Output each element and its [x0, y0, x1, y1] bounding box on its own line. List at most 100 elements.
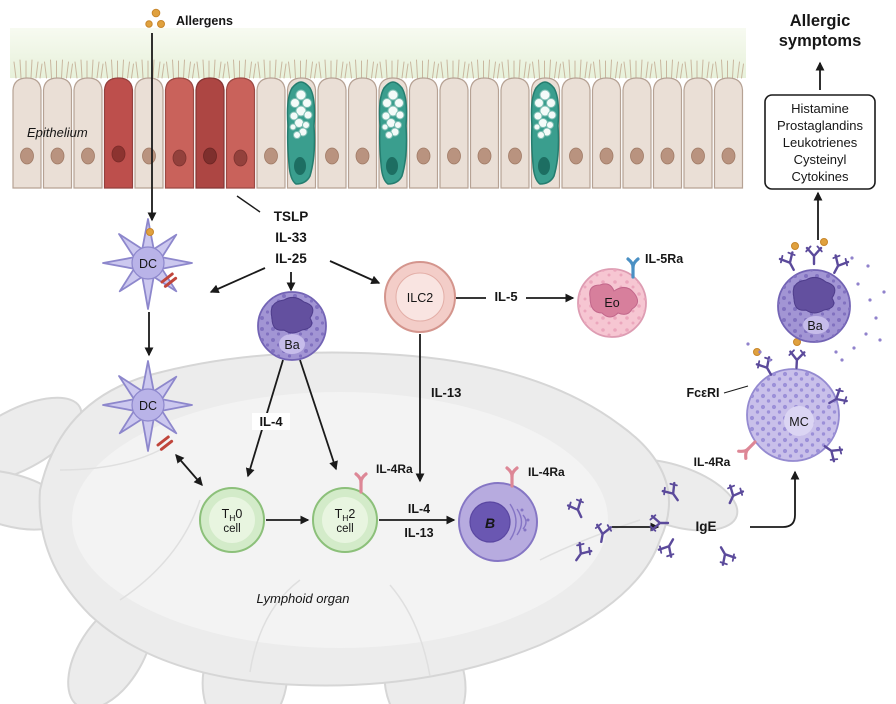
mediator-cytokines: Cytokines	[791, 169, 849, 184]
th2-num: 2	[348, 507, 355, 521]
il33-label: IL-33	[275, 230, 307, 245]
ilc2-label: ILC2	[407, 291, 433, 305]
ilc2-cell: ILC2	[384, 261, 456, 333]
il13-label-th2b: IL-13	[404, 526, 433, 540]
title-line2: symptoms	[779, 32, 862, 50]
svg-text:TH0: TH0	[222, 507, 243, 523]
b-cell-label: B	[485, 515, 495, 531]
il5-label: IL-5	[494, 289, 517, 304]
degranulation-speckles	[746, 256, 886, 362]
allergens: Allergens	[145, 8, 233, 28]
epithelium-label: Epithelium	[27, 125, 88, 140]
goblet-cell	[378, 81, 408, 185]
epithelial-cell	[318, 60, 347, 188]
pathway-arrows	[144, 33, 825, 532]
antibody-icon	[713, 542, 738, 568]
alarmin-source-line	[236, 195, 261, 213]
il4-receptor-icon-mc	[737, 436, 761, 460]
tslp-label: TSLP	[274, 209, 309, 224]
il4ra-label-mc: IL-4Ra	[694, 455, 731, 469]
fceri-label: FcεRI	[686, 386, 719, 400]
allergen-dot	[820, 238, 828, 246]
ige-cluster: IgE	[649, 480, 746, 568]
th2-cell-word: cell	[336, 523, 353, 535]
damaged-epithelial-cell	[105, 60, 134, 188]
epithelial-cell	[74, 60, 103, 188]
epithelial-cell	[654, 60, 683, 188]
basophil2-label: Ba	[807, 319, 822, 333]
epithelial-cell	[715, 60, 744, 188]
mediator-leukotrienes: Leukotrienes	[783, 135, 858, 150]
epithelial-cell	[593, 60, 622, 188]
antibody-icon	[826, 252, 851, 278]
allergen-particles-icon	[145, 8, 165, 28]
damaged-epithelial-cell	[227, 60, 256, 188]
il13-label: IL-13	[431, 385, 461, 400]
basophil-il4-arrow-right	[299, 359, 338, 471]
eosinophil-nucleus	[589, 283, 638, 318]
epithelial-cell	[257, 60, 286, 188]
epithelium-band: Epithelium	[13, 60, 744, 188]
th0-cell-word: cell	[223, 523, 240, 535]
mediator-histamine: Histamine	[791, 101, 849, 116]
ige-label: IgE	[695, 519, 716, 534]
il4-label: IL-4	[259, 414, 283, 429]
damaged-epithelial-cell	[196, 60, 225, 188]
goblet-cell	[530, 81, 560, 185]
il5-label-bg	[486, 288, 526, 305]
epithelial-cell	[135, 60, 164, 188]
basophil-nucleus	[792, 276, 836, 314]
mediators-box: Histamine Prostaglandins Leukotrienes Cy…	[764, 94, 876, 190]
basophil-nucleus	[270, 296, 314, 334]
il4ra-label-b: IL-4Ra	[528, 465, 565, 479]
allergen-dot	[791, 242, 799, 250]
damaged-epithelial-cell	[166, 60, 195, 188]
dc-tcell-interaction-arrow	[175, 453, 203, 487]
il4-label-th2b: IL-4	[408, 502, 430, 516]
il4ra-label-th2: IL-4Ra	[376, 462, 413, 476]
antibody-icon	[805, 245, 823, 266]
th2-sub: H	[342, 513, 348, 523]
epithelial-cell	[44, 60, 73, 188]
epithelial-cell	[623, 60, 652, 188]
alarmin-labels: TSLP IL-33 IL-25	[274, 209, 309, 266]
eosinophil-cell: Eo	[577, 268, 647, 338]
diagram-title: Allergic symptoms	[779, 12, 862, 50]
il5ra-label: IL-5Ra	[645, 252, 684, 266]
fceri-pointer-line	[723, 385, 749, 394]
basophil-cell-1: Ba	[257, 291, 327, 361]
epithelial-cell	[471, 60, 500, 188]
epithelial-cell	[684, 60, 713, 188]
mediator-prostaglandins: Prostaglandins	[777, 118, 863, 133]
lymphoid-organ-label: Lymphoid organ	[257, 591, 350, 606]
basophil-cell-2: Ba	[777, 269, 851, 343]
goblet-cell	[286, 81, 316, 185]
mast-cell: MC	[746, 368, 840, 462]
th0-sub: H	[229, 513, 235, 523]
antibody-icon	[787, 348, 807, 370]
epithelial-cell	[410, 60, 439, 188]
b-cell: B	[458, 482, 538, 562]
th2-cell: TH2 cell	[312, 487, 378, 553]
allergens-label: Allergens	[176, 14, 233, 28]
epithelial-cell	[562, 60, 591, 188]
dendritic-cell-1: DC	[102, 218, 193, 310]
lymphoid-organ: Lymphoid organ	[0, 351, 739, 704]
basophil2-surface-ige	[777, 238, 851, 278]
antibody-icon	[777, 249, 802, 275]
th0-t: T	[222, 507, 230, 521]
dc2-label: DC	[139, 399, 157, 413]
epithelial-cell	[440, 60, 469, 188]
th2-t: T	[335, 507, 343, 521]
basophil1-label: Ba	[284, 338, 299, 352]
mast-cell-label: MC	[789, 415, 808, 429]
th0-num: 0	[235, 507, 242, 521]
dendritic-cell-2: DC	[102, 360, 193, 452]
b-cell-nucleus	[469, 501, 511, 543]
il25-label: IL-25	[275, 251, 307, 266]
eosinophil-label: Eo	[604, 296, 619, 310]
epithelial-cell	[349, 60, 378, 188]
title-line1: Allergic	[790, 12, 851, 30]
